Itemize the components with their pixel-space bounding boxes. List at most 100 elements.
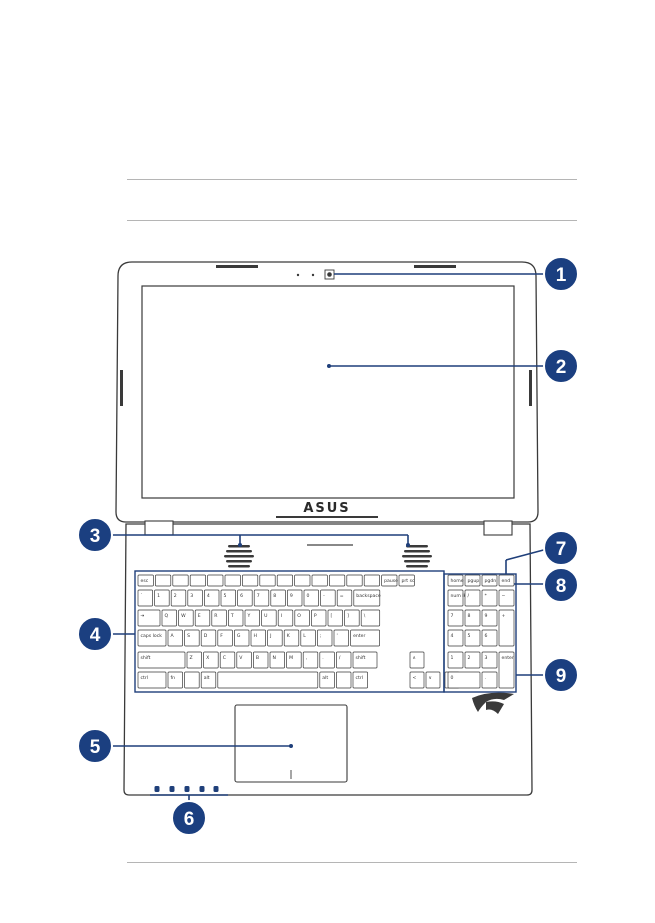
key-row_num-0[interactable] [137, 589, 153, 607]
key-row_num-4[interactable] [204, 589, 220, 607]
key-row_num-13[interactable] [353, 589, 381, 607]
key-numpad-3[interactable] [498, 589, 515, 607]
key-row_q-0[interactable] [137, 609, 161, 627]
key-numpad-top-2[interactable] [481, 574, 498, 587]
key-numpad-7[interactable] [498, 609, 515, 647]
key-row_fn-15[interactable] [398, 574, 415, 587]
key-row_z-10[interactable] [336, 651, 352, 669]
key-row_a-8[interactable] [283, 629, 300, 647]
key-row_ctrl-0[interactable] [137, 671, 167, 689]
key-row_num-9[interactable] [287, 589, 303, 607]
key-numpad-11[interactable] [447, 651, 464, 669]
key-row_q-3[interactable] [194, 609, 211, 627]
key-row_ctrl-1[interactable] [167, 671, 183, 689]
key-row_a-12[interactable] [350, 629, 380, 647]
key-row_ctrl-2[interactable] [184, 671, 200, 689]
key-row_q-2[interactable] [178, 609, 194, 627]
key-numpad-top-3[interactable] [498, 574, 515, 587]
key-row_z-11[interactable] [352, 651, 378, 669]
key-row_q-11[interactable] [327, 609, 343, 627]
key-numpad-15[interactable] [447, 671, 481, 689]
key-row_a-9[interactable] [300, 629, 316, 647]
key-row_fn-3[interactable] [189, 574, 206, 587]
key-numpad-8[interactable] [447, 629, 464, 647]
key-row_ctrl-6[interactable] [336, 671, 352, 689]
key-row_q-12[interactable] [344, 609, 360, 627]
key-numpad-13[interactable] [481, 651, 498, 669]
key-row_z-9[interactable] [319, 651, 335, 669]
key-row_num-12[interactable] [336, 589, 353, 607]
key-numpad-9[interactable] [464, 629, 481, 647]
key-row_a-11[interactable] [333, 629, 349, 647]
key-row_a-6[interactable] [250, 629, 266, 647]
key-row_z-5[interactable] [253, 651, 269, 669]
key-row_q-10[interactable] [311, 609, 327, 627]
key-row_q-9[interactable] [294, 609, 310, 627]
key-row_num-3[interactable] [187, 589, 203, 607]
key-row_z-3[interactable] [219, 651, 236, 669]
key-row_ctrl-5[interactable] [319, 671, 335, 689]
key-row_z-8[interactable] [302, 651, 319, 669]
key-row_fn-7[interactable] [259, 574, 276, 587]
key-row_fn-9[interactable] [294, 574, 311, 587]
key-row_fn-4[interactable] [207, 574, 224, 587]
key-numpad-12[interactable] [464, 651, 481, 669]
key-numpad-4[interactable] [447, 609, 464, 627]
key-row_q-7[interactable] [261, 609, 277, 627]
key-row_fn-8[interactable] [276, 574, 293, 587]
key-row_q-8[interactable] [277, 609, 294, 627]
key-row_ctrl-4[interactable] [217, 671, 319, 689]
key-row_fn-14[interactable] [381, 574, 398, 587]
key-row_q-5[interactable] [228, 609, 244, 627]
key-row_fn-5[interactable] [224, 574, 241, 587]
key-row_fn-1[interactable] [155, 574, 172, 587]
key-row_z-0[interactable] [137, 651, 186, 669]
key-numpad-0[interactable] [447, 589, 464, 607]
key-numpad-10[interactable] [481, 629, 498, 647]
key-row_a-5[interactable] [234, 629, 250, 647]
key-row_q-13[interactable] [360, 609, 381, 627]
key-row_a-3[interactable] [200, 629, 217, 647]
key-row_num-11[interactable] [320, 589, 336, 607]
key-row_z-2[interactable] [203, 651, 219, 669]
key-arrow-left[interactable] [409, 671, 425, 689]
key-row_fn-11[interactable] [329, 574, 346, 587]
key-row_num-8[interactable] [270, 589, 286, 607]
key-numpad-6[interactable] [481, 609, 498, 627]
key-row_num-10[interactable] [303, 589, 319, 607]
key-arrow-down[interactable] [425, 671, 441, 689]
key-row_a-7[interactable] [267, 629, 283, 647]
key-row_fn-12[interactable] [346, 574, 363, 587]
key-row_a-4[interactable] [217, 629, 233, 647]
key-numpad-16[interactable] [481, 671, 498, 689]
key-row_a-0[interactable] [137, 629, 167, 647]
key-row_a-2[interactable] [184, 629, 200, 647]
key-row_fn-0[interactable] [137, 574, 154, 587]
key-row_z-6[interactable] [269, 651, 285, 669]
key-row_fn-6[interactable] [242, 574, 259, 587]
key-row_fn-10[interactable] [311, 574, 328, 587]
key-row_num-7[interactable] [253, 589, 270, 607]
key-row_num-2[interactable] [170, 589, 187, 607]
touchpad[interactable] [234, 704, 348, 783]
key-numpad-top-1[interactable] [464, 574, 481, 587]
key-row_z-1[interactable] [186, 651, 202, 669]
key-arrow-up[interactable] [409, 651, 425, 669]
key-numpad-1[interactable] [464, 589, 481, 607]
key-row_q-1[interactable] [161, 609, 177, 627]
key-row_num-1[interactable] [154, 589, 170, 607]
key-numpad-14[interactable] [498, 651, 515, 689]
key-row_ctrl-3[interactable] [200, 671, 217, 689]
key-row_z-4[interactable] [236, 651, 252, 669]
key-row_fn-2[interactable] [172, 574, 189, 587]
key-numpad-top-0[interactable] [447, 574, 464, 587]
key-row_num-5[interactable] [220, 589, 236, 607]
key-row_num-6[interactable] [237, 589, 253, 607]
key-numpad-2[interactable] [481, 589, 498, 607]
key-numpad-5[interactable] [464, 609, 481, 627]
key-row_z-7[interactable] [286, 651, 302, 669]
key-row_q-6[interactable] [244, 609, 260, 627]
key-row_a-10[interactable] [317, 629, 333, 647]
key-row_ctrl-7[interactable] [352, 671, 368, 689]
key-row_fn-13[interactable] [363, 574, 380, 587]
